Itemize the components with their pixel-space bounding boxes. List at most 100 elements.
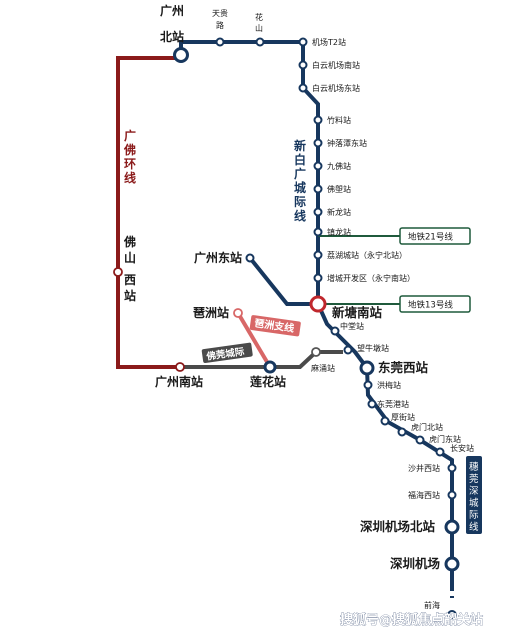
station-zhongtang[interactable] [330, 326, 340, 336]
label-zhongluotan-east: 钟落潭东站 [327, 138, 367, 148]
label-zhuliao: 竹料站 [327, 115, 351, 125]
station-lianhua[interactable] [263, 360, 277, 374]
station-guangzhou-north[interactable] [173, 47, 189, 63]
station-airport-t2[interactable] [298, 37, 308, 47]
label-airport-t2: 机场T2站 [312, 37, 346, 47]
label-line-guanshen: 穗 莞 深 城 际 线 [466, 456, 482, 534]
label-line-pazhou-branch: 琶洲支线 [249, 315, 301, 337]
label-huashan-1: 花 [255, 12, 263, 22]
label-chang-an: 长安站 [450, 443, 474, 453]
station-pazhou[interactable] [233, 308, 243, 318]
label-guangzhou-east: 广州东站 [194, 250, 242, 265]
station-shenzhen-airport[interactable] [444, 556, 460, 572]
svg-text:地铁13号线: 地铁13号线 [408, 300, 453, 311]
station-xinlong[interactable] [313, 207, 323, 217]
label-line-foguan: 佛莞城际 [201, 342, 253, 363]
svg-text:广: 广 [294, 166, 306, 181]
svg-text:穗: 穗 [469, 461, 479, 473]
station-shenzhen-airport-north[interactable] [444, 519, 460, 535]
svg-text:站: 站 [124, 288, 136, 303]
station-houjie[interactable] [380, 416, 390, 426]
label-lihucheng: 荔湖城站（永宁北站） [327, 250, 407, 260]
label-baiyun-airport-east: 白云机场东站 [312, 83, 360, 93]
station-huashan[interactable] [255, 37, 265, 47]
svg-text:西: 西 [124, 273, 136, 287]
station-humen-north[interactable] [397, 427, 407, 437]
label-shenzhen-airport-north: 深圳机场北站 [360, 519, 436, 534]
label-baiyun-airport-south: 白云机场南站 [312, 60, 360, 70]
svg-text:新: 新 [294, 138, 306, 153]
label-xintang-south: 新塘南站 [332, 305, 383, 320]
svg-text:城: 城 [469, 498, 479, 509]
svg-text:际: 际 [294, 195, 306, 209]
station-fotang[interactable] [313, 184, 323, 194]
station-dongguangang[interactable] [367, 399, 377, 409]
svg-text:佛: 佛 [123, 142, 136, 157]
label-humen-north: 虎门北站 [411, 422, 443, 432]
station-foshan-west[interactable] [113, 267, 123, 277]
station-xintang-south[interactable] [309, 295, 327, 313]
station-zhuliao[interactable] [313, 115, 323, 125]
station-dongguan-west[interactable] [359, 360, 375, 376]
station-zhenlong[interactable] [313, 227, 323, 237]
station-baiyun-airport-south[interactable] [298, 60, 308, 70]
station-guangzhou-south[interactable] [175, 362, 185, 372]
label-humen-east: 虎门东站 [429, 434, 461, 444]
svg-text:莞: 莞 [469, 473, 479, 485]
station-wangniudun[interactable] [343, 345, 353, 355]
station-chang-an[interactable] [435, 447, 445, 457]
label-hongmei: 洪梅站 [377, 380, 401, 390]
station-lihucheng[interactable] [313, 250, 323, 260]
foguan-line [180, 350, 343, 369]
metro21-tag[interactable]: 地铁21号线 [399, 227, 471, 245]
label-machong: 麻涌站 [311, 363, 335, 373]
label-guangzhou-north-1: 广州 [160, 3, 184, 18]
svg-text:白: 白 [294, 152, 306, 167]
label-tianguilu-2: 路 [216, 20, 224, 30]
label-shajing-west: 沙井西站 [408, 463, 440, 473]
station-shajing-west[interactable] [447, 463, 457, 473]
svg-text:佛: 佛 [123, 234, 136, 249]
svg-text:线: 线 [124, 170, 136, 185]
label-fotang: 佛塱站 [327, 184, 351, 194]
station-zengcheng-kaifaqu[interactable] [313, 273, 323, 283]
label-lianhua: 莲花站 [250, 374, 286, 389]
label-houjie: 厚街站 [391, 412, 415, 422]
label-tianguilu-1: 天贵 [212, 8, 228, 18]
station-fuhai-west[interactable] [447, 490, 457, 500]
label-xinlong: 新龙站 [327, 207, 351, 217]
svg-text:佛莞城际: 佛莞城际 [205, 345, 246, 362]
watermark-text: 搜狐号@搜狐焦点韶关站 [340, 612, 483, 628]
label-pazhou: 琶洲站 [193, 305, 229, 320]
guangfo-ring-line [116, 56, 181, 369]
station-baiyun-airport-east[interactable] [298, 83, 308, 93]
station-machong[interactable] [311, 347, 321, 357]
label-foshan-west: 佛 山 西 站 [123, 234, 136, 303]
label-huashan-2: 山 [255, 23, 263, 33]
station-hongmei[interactable] [363, 380, 373, 390]
svg-text:线: 线 [294, 208, 306, 223]
guangzhou-east-branch-line [248, 256, 318, 306]
svg-text:深: 深 [469, 486, 479, 497]
svg-text:际: 际 [469, 510, 479, 521]
station-jiufo[interactable] [313, 161, 323, 171]
station-guangzhou-east[interactable] [245, 253, 255, 263]
label-jiufo: 九佛站 [327, 161, 351, 171]
label-zhenlong: 镇龙站 [327, 227, 351, 237]
label-fuhai-west: 福海西站 [408, 490, 440, 500]
station-zhongluotan-east[interactable] [313, 138, 323, 148]
label-guangzhou-south: 广州南站 [155, 374, 203, 389]
station-humen-east[interactable] [415, 435, 425, 445]
svg-text:山: 山 [124, 250, 136, 265]
label-line-guangfo-ring: 广 佛 环 线 [123, 128, 136, 185]
label-zhongtang: 中堂站 [340, 321, 364, 331]
svg-text:城: 城 [294, 180, 306, 195]
label-dongguan-west: 东莞西站 [378, 360, 429, 375]
label-dongguangang: 东莞港站 [377, 399, 409, 409]
svg-text:线: 线 [469, 521, 479, 533]
label-qianhai: 前海 [424, 600, 440, 610]
label-wangniudun: 望牛墩站 [357, 343, 389, 353]
station-tianguilu[interactable] [215, 37, 225, 47]
station-qianhai[interactable] [447, 610, 457, 620]
metro13-tag[interactable]: 地铁13号线 [399, 295, 471, 313]
